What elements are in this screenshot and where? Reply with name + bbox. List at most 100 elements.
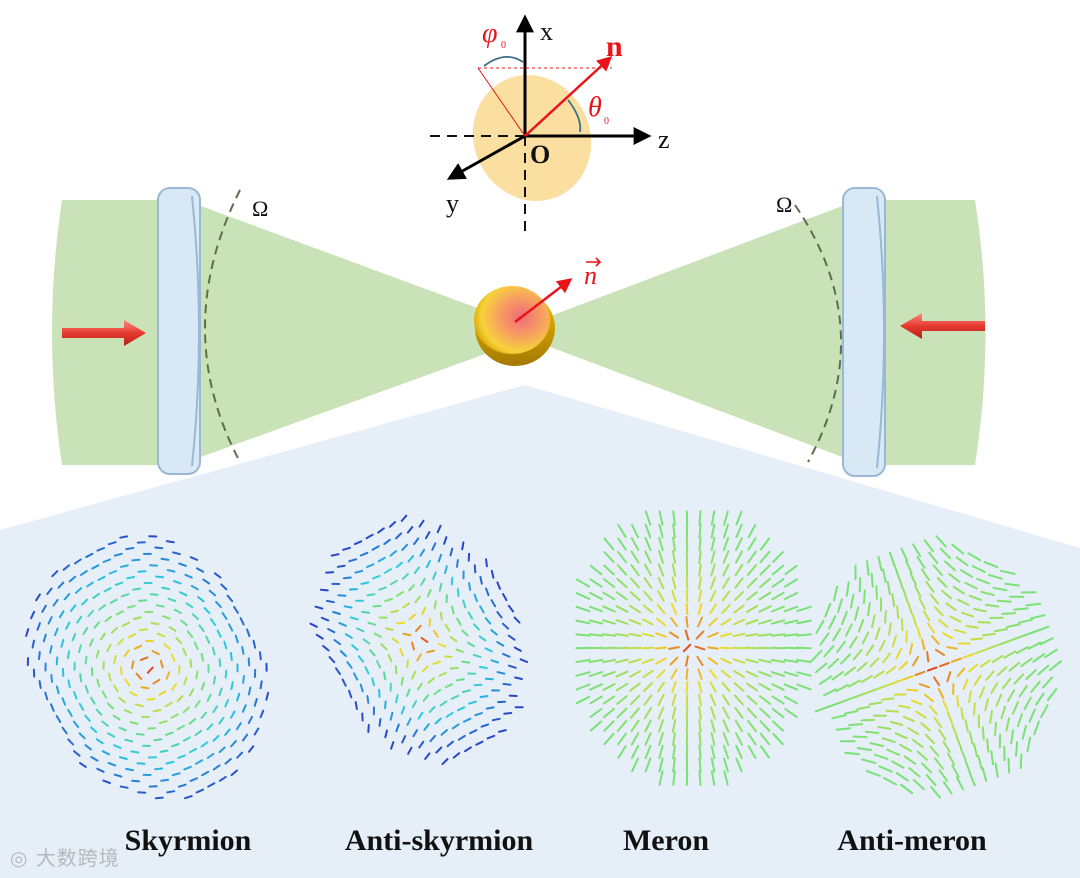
vector-arrow <box>1020 657 1033 668</box>
vector-arrow <box>937 688 945 699</box>
vector-arrow <box>474 712 483 717</box>
vector-arrow <box>671 719 677 733</box>
vector-arrow <box>461 629 469 637</box>
vector-arrow <box>339 650 347 657</box>
vector-arrow <box>819 632 830 646</box>
vector-arrow <box>630 745 640 759</box>
vector-arrow <box>112 714 121 721</box>
vector-arrow <box>962 678 969 691</box>
vector-arrow <box>413 566 420 575</box>
vector-arrow <box>722 719 730 733</box>
vector-arrow <box>200 682 206 691</box>
vector-arrow <box>989 709 993 724</box>
vector-arrow <box>900 547 909 562</box>
vector-arrow <box>672 731 676 747</box>
vector-arrow <box>875 585 878 600</box>
vector-arrow <box>710 731 716 747</box>
vector-arrow <box>208 589 216 597</box>
vector-arrow <box>720 657 732 665</box>
vector-arrow <box>956 695 960 708</box>
vector-arrow <box>485 558 488 568</box>
vector-arrow <box>698 550 702 564</box>
vector-arrow <box>771 695 785 705</box>
vector-arrow <box>857 618 865 633</box>
vector-arrow <box>428 706 436 713</box>
vector-arrow <box>1030 680 1041 693</box>
vector-arrow <box>722 550 730 564</box>
vector-arrow <box>841 610 848 626</box>
vector-arrow <box>734 563 744 577</box>
vector-arrow <box>119 535 129 539</box>
vector-arrow <box>416 653 422 662</box>
vector-arrow <box>411 700 418 709</box>
vector-arrow <box>162 615 171 620</box>
vector-arrow <box>865 644 875 656</box>
vector-arrow <box>146 697 156 701</box>
vector-arrow <box>123 649 130 658</box>
vector-arrow <box>221 612 228 620</box>
vector-arrow <box>119 666 123 676</box>
vector-arrow <box>796 671 812 677</box>
vector-arrow <box>35 593 41 602</box>
vector-arrow <box>832 628 842 642</box>
vector-arrow <box>1037 664 1050 676</box>
z-axis-label: z <box>658 125 670 154</box>
vector-arrow <box>844 751 861 756</box>
vector-arrow <box>964 759 972 774</box>
vector-arrow <box>745 619 759 625</box>
vector-arrow <box>707 646 719 650</box>
vector-arrow <box>986 738 990 753</box>
vector-arrow <box>158 690 167 696</box>
vector-arrow <box>332 611 341 615</box>
vector-arrow <box>576 578 590 588</box>
vector-arrow <box>710 510 716 526</box>
watermark: ◎ 大数跨境 <box>10 842 120 871</box>
vector-arrow <box>732 658 746 664</box>
vector-arrow <box>159 659 164 669</box>
vector-arrow <box>417 711 424 720</box>
vector-arrow <box>429 734 437 743</box>
vector-arrow <box>218 687 223 696</box>
vector-arrow <box>1042 676 1054 689</box>
vector-arrow <box>154 767 164 771</box>
vector-arrow <box>84 714 91 722</box>
vector-arrow <box>424 531 431 540</box>
vector-arrow <box>1044 648 1058 659</box>
vector-arrow <box>994 762 999 778</box>
right-omega-label: Ω <box>776 192 792 217</box>
vector-arrow <box>723 757 729 773</box>
vector-arrow <box>629 682 641 692</box>
vector-arrow <box>960 707 965 720</box>
vector-arrow <box>758 695 772 705</box>
vector-arrow <box>42 633 47 643</box>
vector-arrow <box>955 776 965 791</box>
vector-arrow <box>758 683 772 691</box>
vector-arrow <box>617 524 627 538</box>
vector-arrow <box>710 550 716 564</box>
vector-arrow <box>814 662 828 674</box>
vector-arrow <box>66 650 71 660</box>
vector-arrow <box>164 701 173 708</box>
vector-arrow <box>628 618 642 626</box>
vector-arrow <box>236 722 242 731</box>
vector-arrow <box>328 656 336 664</box>
vector-arrow <box>432 571 437 580</box>
vector-arrow <box>395 532 403 540</box>
vector-arrow <box>89 638 94 647</box>
vector-arrow <box>1012 701 1019 715</box>
vector-arrow <box>433 688 442 695</box>
vector-arrow <box>759 577 771 589</box>
vector-arrow <box>1019 753 1023 770</box>
vector-arrow <box>747 745 757 759</box>
vector-arrow <box>945 602 957 612</box>
vector-arrow <box>149 593 159 596</box>
vector-arrow <box>926 666 938 672</box>
vector-arrow <box>113 744 122 749</box>
vector-arrow <box>335 667 341 675</box>
vector-arrow <box>479 575 483 585</box>
vector-arrow <box>25 628 30 637</box>
vector-arrow <box>617 550 627 564</box>
vector-arrow <box>356 627 365 633</box>
vector-arrow <box>732 618 746 626</box>
vector-arrow <box>1025 602 1042 607</box>
